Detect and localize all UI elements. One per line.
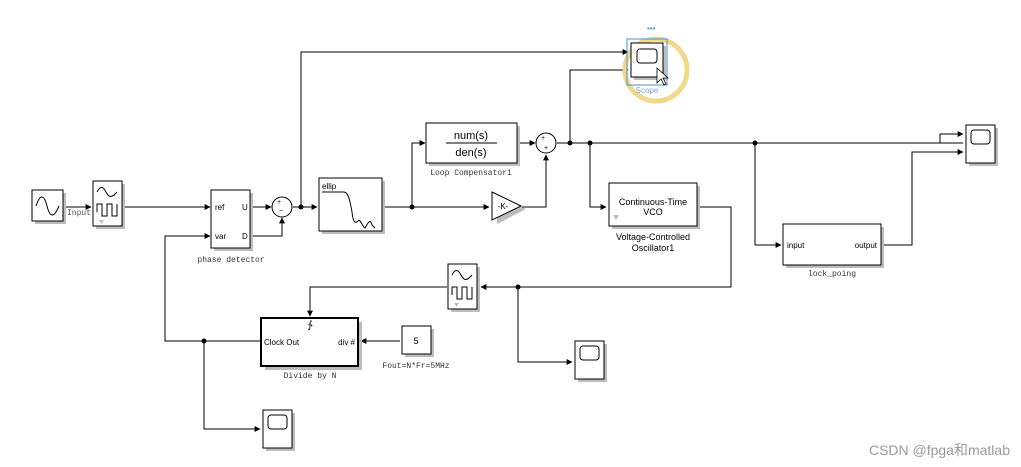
- divide-by-n-label: Divide by N: [284, 372, 337, 381]
- wire-to-vco[interactable]: [589, 143, 607, 210]
- lock-port-input: input: [787, 241, 805, 250]
- clock-out-port: Clock Out: [264, 338, 300, 347]
- loop-compensator-label: Loop Compensator1: [430, 169, 512, 178]
- scope-mid-block[interactable]: [574, 340, 607, 382]
- wire-lock-to-scope[interactable]: [883, 149, 964, 246]
- vco-block[interactable]: Continuous-Time VCO Voltage-Controlled O…: [608, 182, 700, 253]
- feedback-discretizer-block[interactable]: [447, 263, 480, 312]
- wire-to-loop-comp[interactable]: [411, 140, 426, 207]
- signal-wires: [65, 49, 964, 432]
- wave-icon: [96, 187, 118, 197]
- pulse-icon: [451, 286, 473, 300]
- vco-label-2: Oscillator1: [632, 243, 675, 253]
- watermark: CSDN @fpga和matlab: [869, 442, 1010, 458]
- scope-bottom-block[interactable]: [262, 409, 295, 451]
- vco-label-1: Voltage-Controlled: [616, 232, 690, 242]
- wire-to-scope-1[interactable]: [300, 49, 629, 207]
- wire-to-lock[interactable]: [754, 143, 782, 248]
- trigger-icon: ∱: [307, 320, 313, 331]
- div-port: div #: [338, 338, 355, 347]
- wire-vco-feedback[interactable]: [480, 206, 732, 290]
- vco-line-1: Continuous-Time: [619, 197, 687, 207]
- gain-text: -K-: [498, 202, 509, 211]
- numerator: num(s): [454, 130, 488, 142]
- cursor-icon: [656, 67, 670, 86]
- wave-icon: [451, 270, 473, 280]
- scope-screen-icon: [636, 48, 658, 64]
- scope-top-block[interactable]: ••• Scope: [622, 24, 690, 104]
- pulse-icon: [96, 203, 118, 217]
- constant-block[interactable]: 5 Fout=N*Fr=5MHz: [382, 325, 450, 371]
- ellip-label: ellip: [322, 182, 337, 191]
- loop-compensator-block[interactable]: num(s) den(s) Loop Compensator1: [425, 122, 520, 178]
- phase-detector-label: phase detector: [197, 256, 264, 265]
- sum2-sign-a: +: [541, 135, 545, 142]
- down-arrow-icon: [454, 303, 459, 307]
- phase-detector-block[interactable]: ref var U D phase detector: [197, 189, 265, 265]
- sum-block-1[interactable]: + −: [271, 196, 293, 218]
- filter-response-icon: [322, 191, 376, 229]
- wire-to-scope-bottom[interactable]: [203, 341, 261, 432]
- sine-icon: [35, 196, 60, 216]
- wire-clock-to-var[interactable]: [164, 233, 260, 342]
- port-var-label: var: [215, 232, 226, 241]
- scope-right-block[interactable]: [965, 124, 998, 166]
- wire-to-scope-mid[interactable]: [517, 287, 573, 365]
- sum1-sign-b: −: [279, 208, 283, 215]
- wire-to-scope-right-a[interactable]: [939, 131, 964, 143]
- sum1-sign-a: +: [277, 199, 281, 206]
- wire-gain-to-sum2[interactable]: [522, 154, 549, 208]
- lock-poing-label: lock_poing: [808, 270, 856, 279]
- sum-block-2[interactable]: + +: [535, 132, 557, 154]
- wire-d-to-sum[interactable]: [252, 217, 285, 237]
- constant-value: 5: [413, 336, 418, 346]
- scope-screen-icon: [267, 414, 288, 430]
- scope-screen-icon: [970, 129, 991, 145]
- down-arrow-icon: [99, 220, 104, 224]
- input-discretizer-block[interactable]: Input: [67, 180, 125, 229]
- port-ref-label: ref: [215, 203, 225, 212]
- more-options-icon[interactable]: •••: [647, 24, 656, 33]
- down-arrow-icon: [613, 215, 619, 220]
- scope-screen-icon: [579, 345, 600, 361]
- lock-port-output: output: [855, 241, 878, 250]
- sine-wave-block[interactable]: [31, 189, 66, 224]
- sum2-sign-b: +: [544, 145, 548, 152]
- ellip-filter-block[interactable]: ellip: [318, 177, 385, 234]
- port-u-label: U: [242, 203, 248, 212]
- vco-line-2: VCO: [643, 207, 663, 217]
- denominator: den(s): [455, 147, 486, 159]
- gain-block[interactable]: -K-: [491, 191, 526, 224]
- wire-to-scope-2[interactable]: [569, 67, 629, 143]
- lock-poing-block[interactable]: input output lock_poing: [782, 223, 884, 279]
- port-d-label: D: [242, 232, 248, 241]
- scope-top-label: Scope: [636, 86, 659, 95]
- divide-by-n-block[interactable]: ∱ Clock Out div # Divide by N: [260, 317, 362, 381]
- wire-to-divider-trigger[interactable]: [307, 286, 447, 317]
- input-label: Input: [67, 209, 91, 218]
- constant-label: Fout=N*Fr=5MHz: [382, 362, 449, 371]
